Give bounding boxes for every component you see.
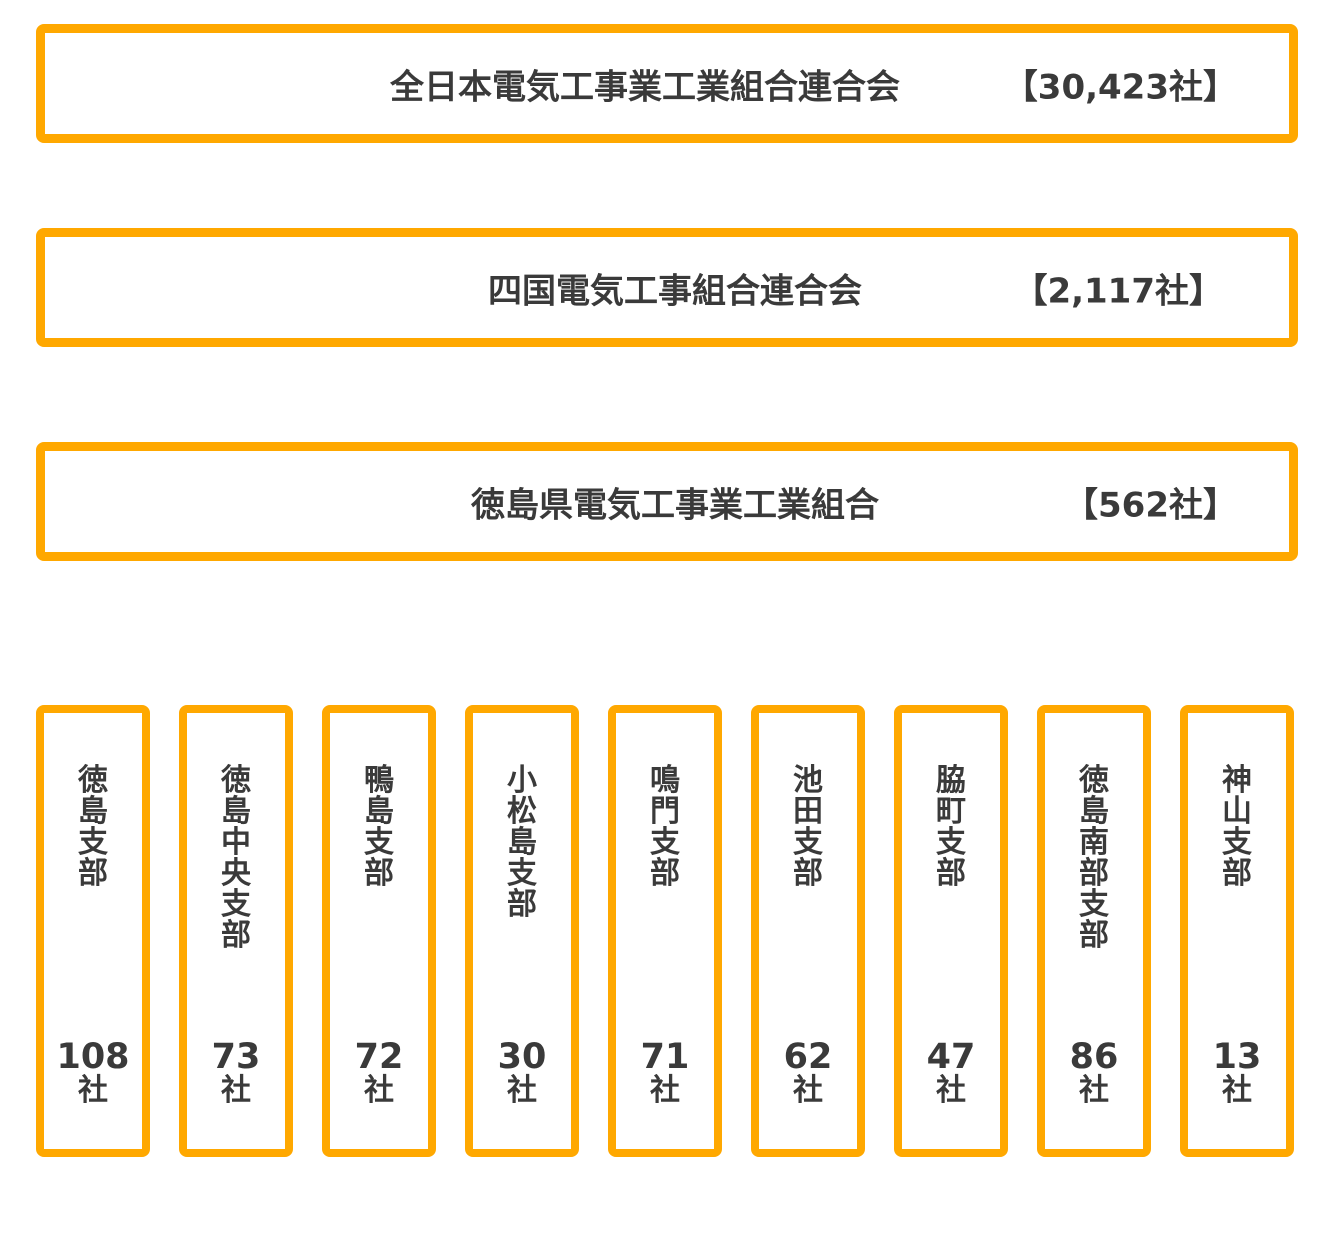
branch-count-unit: 社	[650, 1073, 680, 1108]
org-member-count: 【2,117社】	[1013, 271, 1223, 311]
branch-count-unit: 社	[793, 1073, 823, 1108]
branch-member-count: 108	[56, 1037, 130, 1077]
branch-name: 神山支部	[1222, 763, 1252, 891]
branch-name: 鴨島支部	[364, 763, 394, 891]
branch-member-count: 86	[1069, 1037, 1119, 1077]
branch-member-count: 62	[783, 1037, 833, 1077]
branch-count-unit: 社	[221, 1073, 251, 1108]
org-name: 徳島県電気工事業工業組合	[471, 485, 879, 525]
branch-count-unit: 社	[507, 1073, 537, 1108]
org-name: 四国電気工事組合連合会	[488, 271, 862, 311]
branch-count-unit: 社	[364, 1073, 394, 1108]
branch-name: 徳島支部	[78, 763, 108, 891]
branch-name: 脇町支部	[936, 763, 966, 891]
branch-name: 徳島中央支部	[221, 763, 251, 953]
branch-member-count: 13	[1212, 1037, 1262, 1077]
org-box-shikoku-federation: 四国電気工事組合連合会 【2,117社】	[36, 228, 1298, 347]
branch-name: 池田支部	[793, 763, 823, 891]
org-member-count: 【562社】	[1064, 485, 1237, 525]
branch-name: 鳴門支部	[650, 763, 680, 891]
branch-member-count: 30	[497, 1037, 547, 1077]
org-box-national-federation: 全日本電気工事業工業組合連合会 【30,423社】	[36, 24, 1298, 143]
branch-name: 小松島支部	[507, 763, 537, 922]
branch-count-unit: 社	[78, 1073, 108, 1108]
branch-count-unit: 社	[1222, 1073, 1252, 1108]
branch-count-unit: 社	[1079, 1073, 1109, 1108]
branch-member-count: 71	[640, 1037, 690, 1077]
branch-member-count: 73	[211, 1037, 261, 1077]
branch-member-count: 72	[354, 1037, 404, 1077]
branch-member-count: 47	[926, 1037, 976, 1077]
org-box-tokushima-association: 徳島県電気工事業工業組合 【562社】	[36, 442, 1298, 561]
branch-name: 徳島南部支部	[1079, 763, 1109, 953]
org-member-count: 【30,423社】	[1003, 67, 1237, 107]
org-name: 全日本電気工事業工業組合連合会	[390, 67, 900, 107]
branch-count-unit: 社	[936, 1073, 966, 1108]
